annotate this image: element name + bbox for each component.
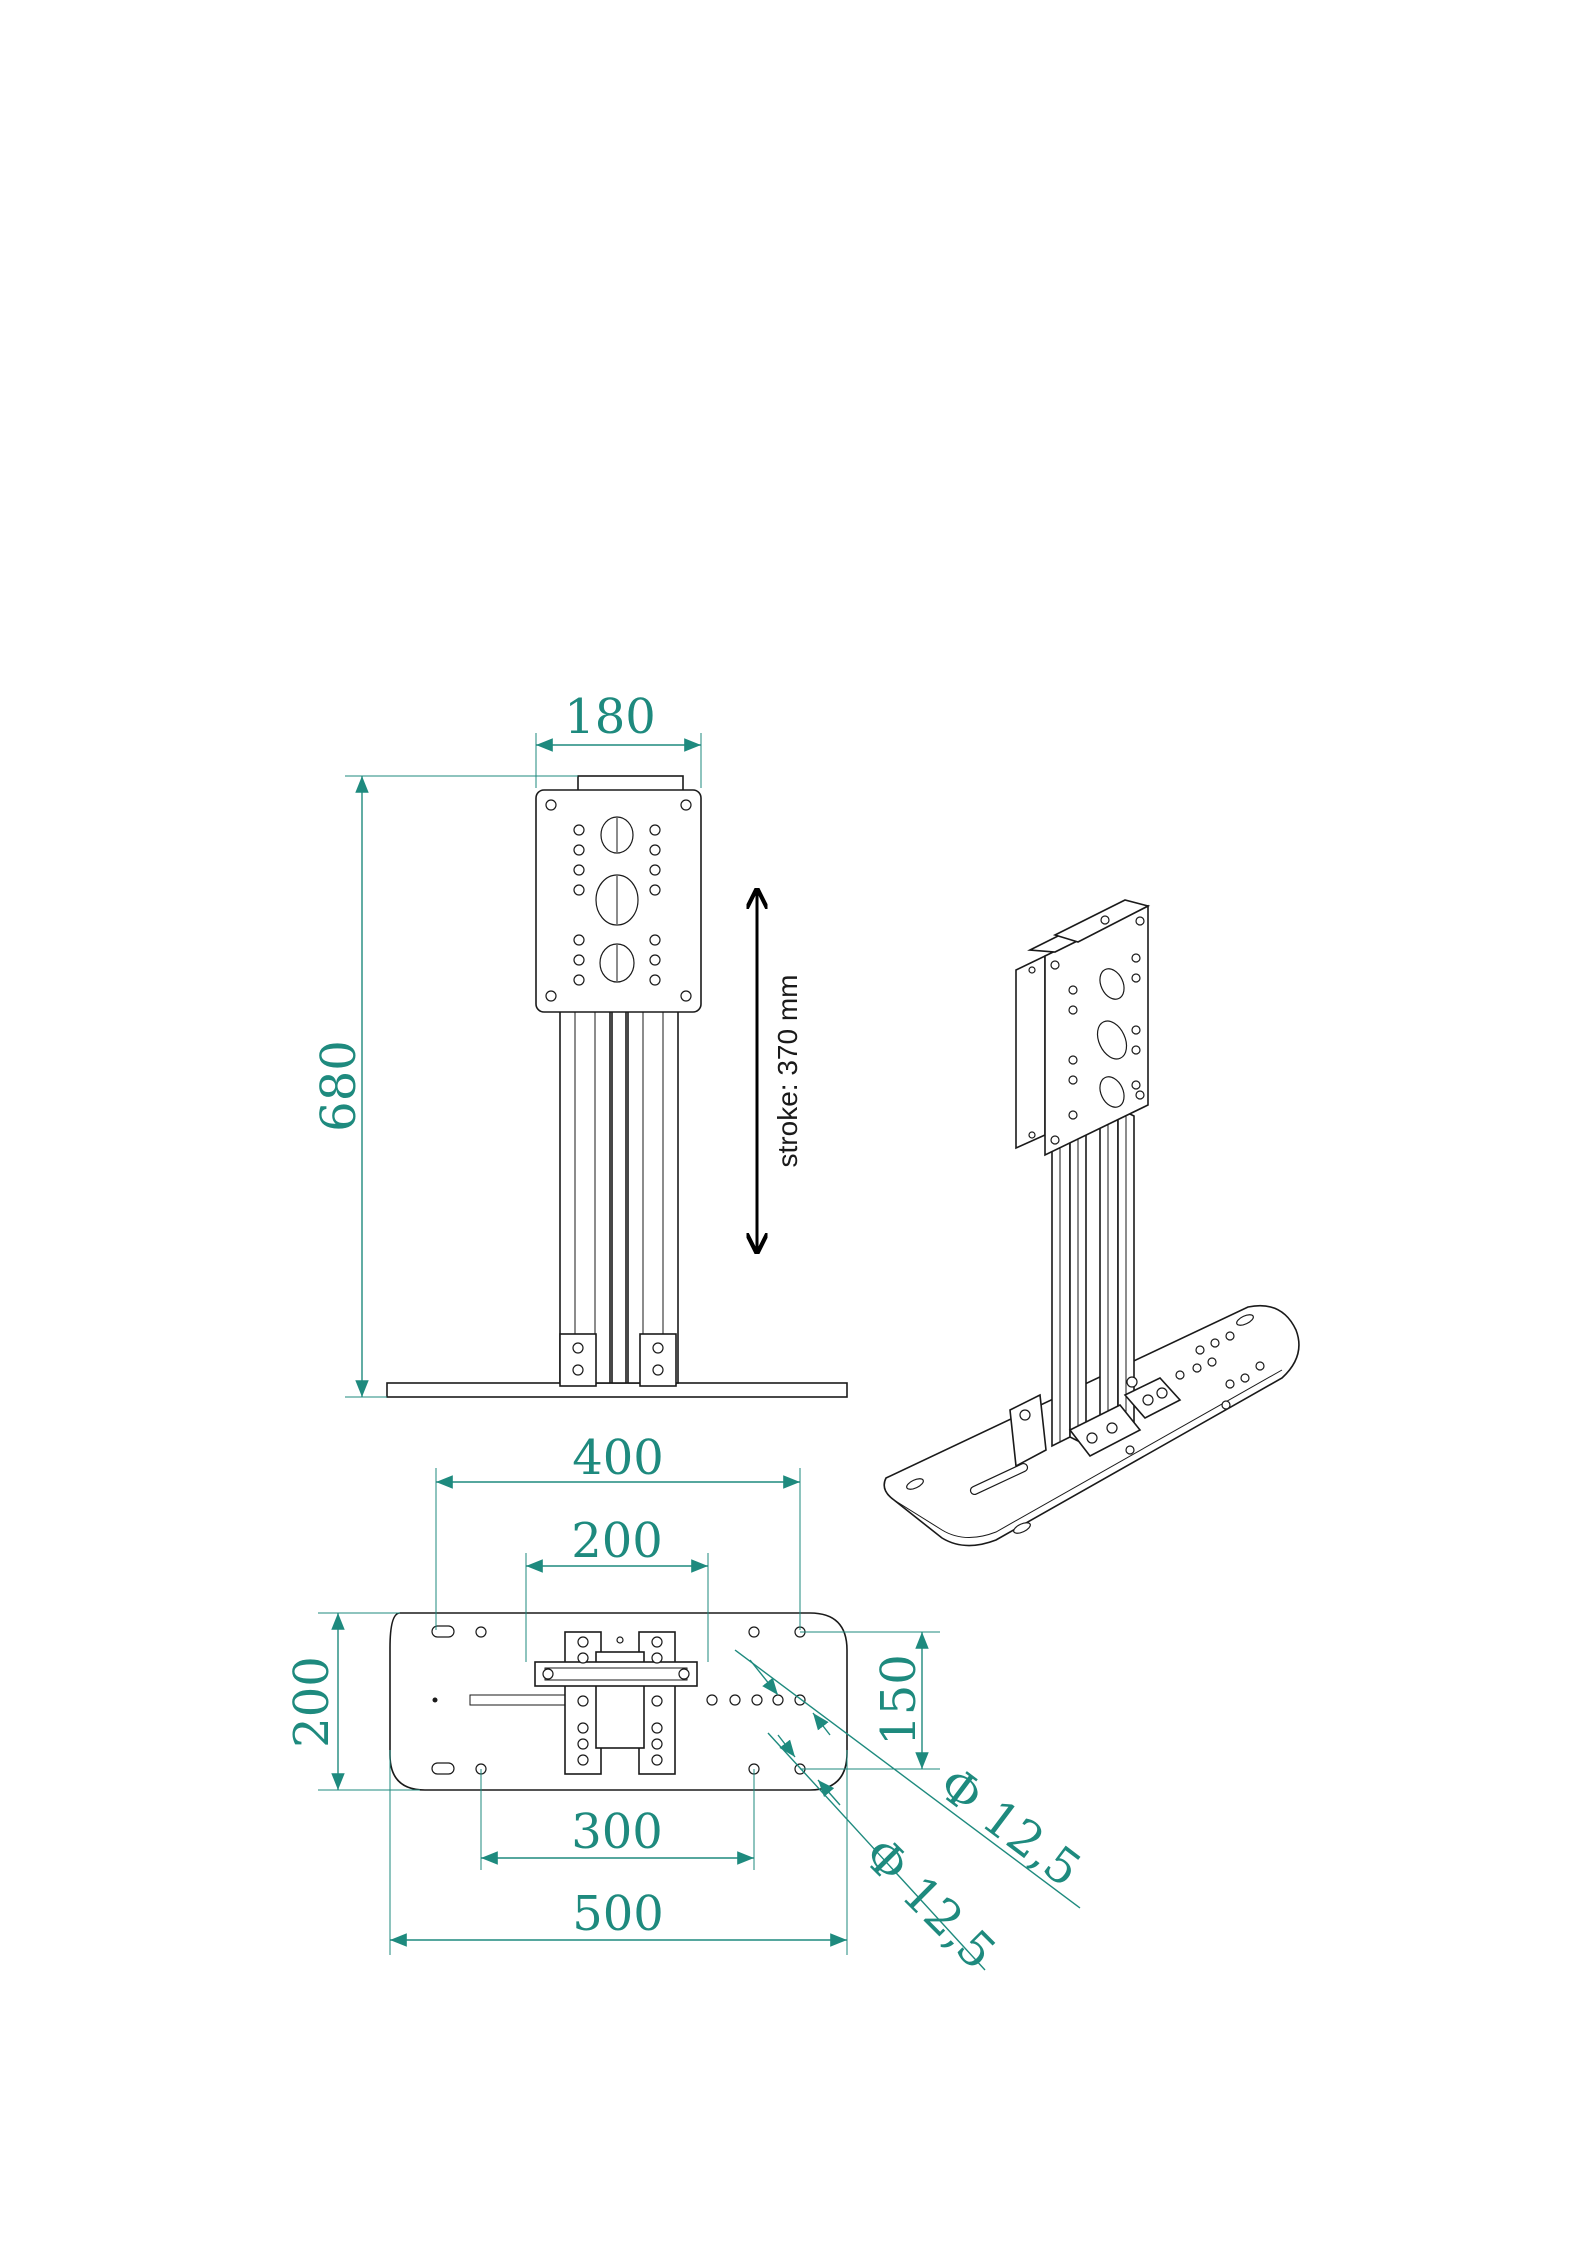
stroke-indicator: stroke: 370 mm	[757, 890, 803, 1252]
front-base-plate	[387, 1383, 847, 1397]
front-columns	[560, 988, 678, 1383]
dim-label-400: 400	[572, 1430, 664, 1486]
stroke-label: stroke: 370 mm	[772, 975, 803, 1168]
isometric-view	[884, 900, 1299, 1546]
dim-label-200-vertical: 200	[284, 1656, 340, 1748]
dim-label-200-horizontal: 200	[571, 1513, 663, 1569]
iso-carriage-side	[1016, 956, 1045, 1148]
dim-label-500: 500	[572, 1886, 664, 1942]
dim-label-diameter-2: Φ 12,5	[852, 1827, 1006, 1981]
top-view	[390, 1613, 847, 1790]
dim-label-680: 680	[311, 1040, 367, 1132]
dim-label-diameter-1: Φ 12,5	[928, 1756, 1091, 1898]
dim-label-150: 150	[871, 1654, 927, 1746]
dim-label-180: 180	[564, 689, 656, 745]
dim-label-300: 300	[571, 1804, 663, 1860]
dim-180: 180	[536, 689, 701, 788]
